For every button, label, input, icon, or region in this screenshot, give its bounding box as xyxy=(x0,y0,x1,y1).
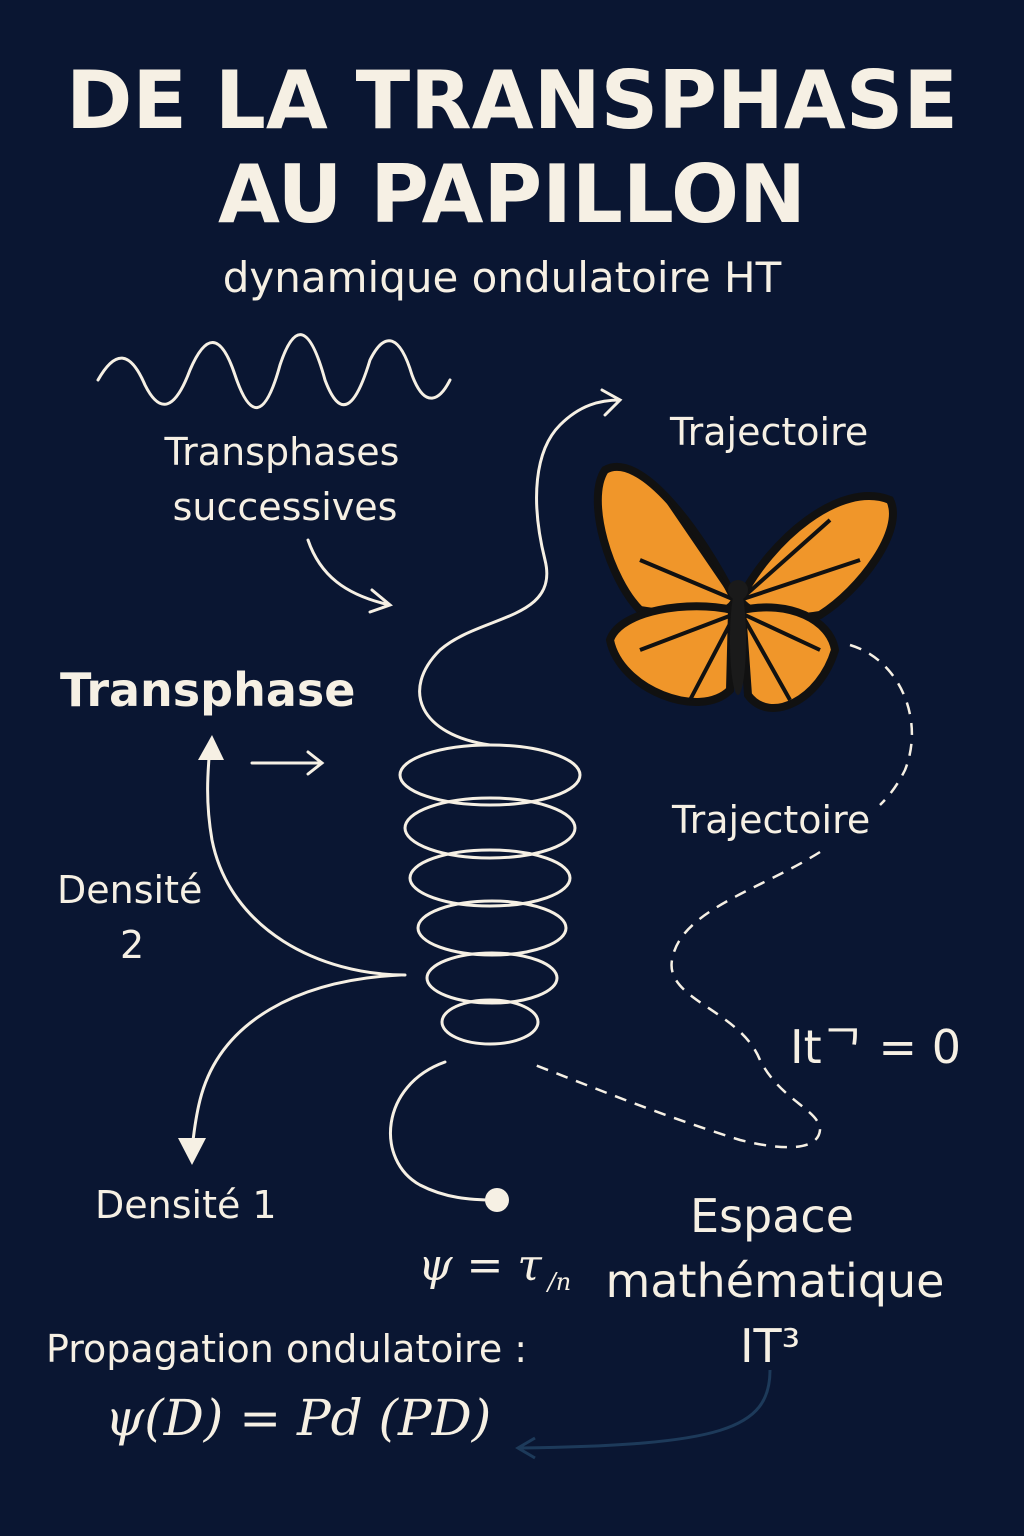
label-trajectoire-mid: Trajectoire xyxy=(671,798,870,842)
title-line-1: DE LA TRANSPHASE xyxy=(66,54,958,147)
title-line-2: AU PAPILLON xyxy=(218,148,806,241)
end-point-dot xyxy=(485,1188,509,1212)
label-espace-2: mathématique xyxy=(606,1254,945,1308)
trajectory-up-arrow xyxy=(418,388,623,747)
label-propagation: Propagation ondulatoire : xyxy=(46,1327,527,1371)
arrow-to-spiral xyxy=(306,538,393,614)
wave-icon xyxy=(96,333,452,410)
label-trajectoire-top: Trajectoire xyxy=(669,410,868,454)
faint-return-arrow xyxy=(515,1369,772,1460)
arrowhead-up xyxy=(198,735,224,760)
label-densite-2-line2: 2 xyxy=(120,923,144,967)
hook-curve xyxy=(388,1060,497,1202)
formula-propagation: ψ(D) = Pd (PD) xyxy=(105,1389,491,1447)
label-transphase: Transphase xyxy=(60,663,355,717)
formula-psi-tau: ψ = τ xyxy=(418,1240,542,1291)
label-espace-1: Espace xyxy=(690,1189,854,1243)
label-densite-1: Densité 1 xyxy=(95,1183,277,1227)
formula-psi-tau-sub: /n xyxy=(546,1268,572,1296)
arrow-densite-2 xyxy=(206,743,407,977)
label-transphases-successives-1: Transphases xyxy=(164,430,400,474)
arrow-densite-1 xyxy=(190,973,402,1152)
butterfly-icon xyxy=(593,463,897,712)
arrowhead-down xyxy=(178,1138,206,1165)
right-arrow-icon xyxy=(250,750,325,776)
subtitle: dynamique ondulatoire HT xyxy=(223,253,782,302)
label-espace-3: IT³ xyxy=(740,1319,800,1373)
label-densite-2-line1: Densité xyxy=(57,868,202,912)
dashed-trajectory-upper xyxy=(849,643,914,806)
label-it-zero: Itᄀ = 0 xyxy=(790,1020,961,1074)
label-transphases-successives-2: successives xyxy=(173,485,398,529)
spiral-coil xyxy=(398,743,582,1046)
dashed-trajectory-lower xyxy=(534,850,822,1149)
